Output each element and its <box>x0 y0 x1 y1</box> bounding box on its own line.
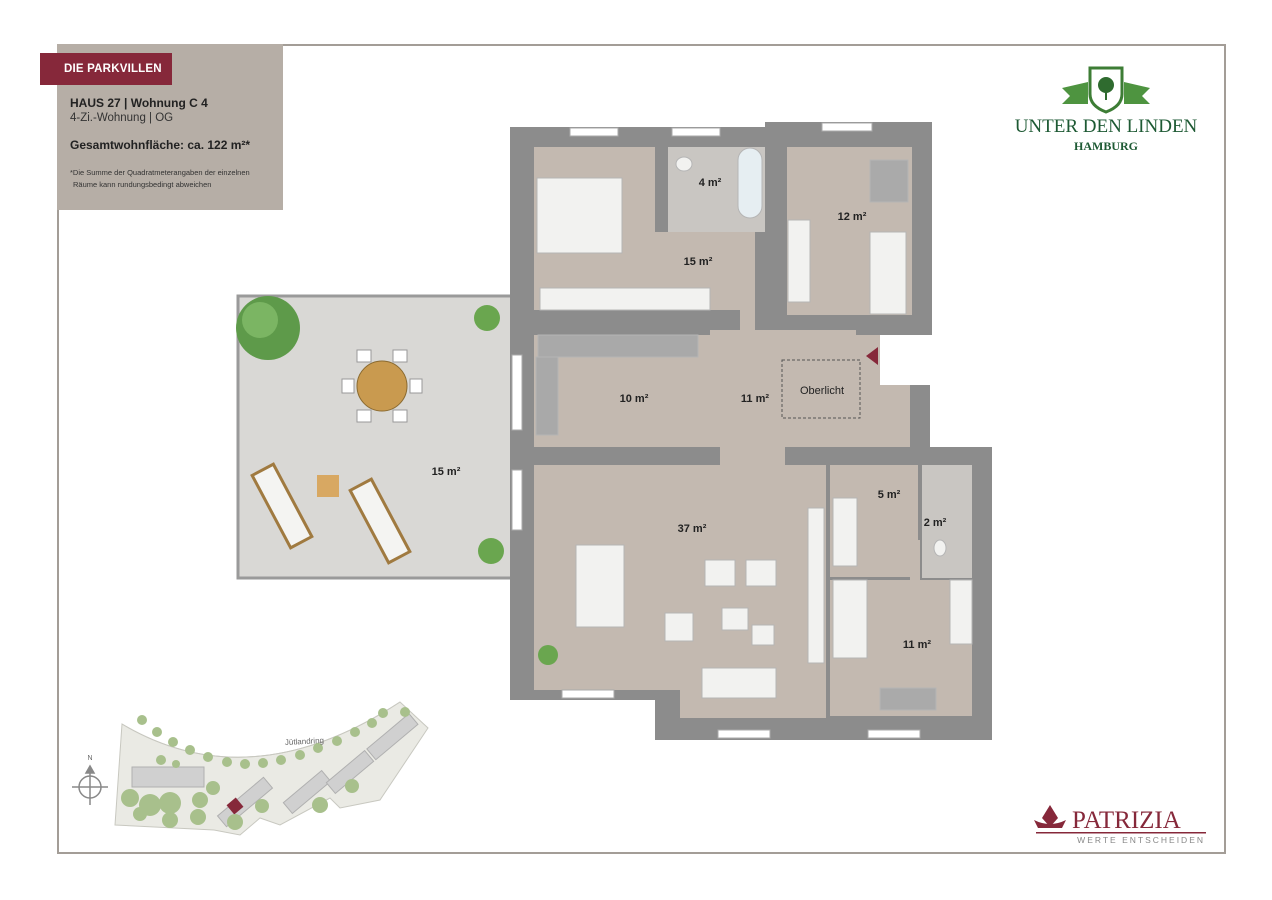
room-area-bedroom: 15 m² <box>684 256 713 268</box>
room-area-bath: 4 m² <box>699 177 722 189</box>
compass-icon <box>72 764 108 805</box>
interior-wall <box>618 447 720 465</box>
project-tag: DIE PARKVILLEN <box>40 53 172 85</box>
plant-icon <box>478 538 504 564</box>
trees <box>121 707 410 830</box>
room-area-room-11: 11 m² <box>903 639 931 651</box>
total-area: Gesamtwohnfläche: ca. 122 m²* <box>70 138 251 152</box>
toilet-icon <box>933 539 947 557</box>
skylight-label: Oberlicht <box>800 385 844 397</box>
wardrobe-icon <box>539 287 711 311</box>
side-table <box>317 475 339 497</box>
bathtub-icon <box>737 147 763 219</box>
logo-tagline: WERTE ENTSCHEIDEN <box>1077 835 1205 845</box>
plant-icon <box>538 645 558 665</box>
compass-north-label: N <box>87 755 92 762</box>
site-map: Jütlandring N <box>72 701 429 836</box>
armchair-icon <box>704 559 736 587</box>
dining-table-icon <box>575 544 625 628</box>
street-name: Jütlandring <box>285 736 325 747</box>
single-bed-icon <box>832 579 868 659</box>
room-area-wc: 2 m² <box>924 517 947 529</box>
patrizia-logo: PATRIZIA WERTE ENTSCHEIDEN <box>1034 805 1206 845</box>
wc-floor <box>922 465 972 578</box>
desk-icon <box>879 687 937 711</box>
armchair-icon <box>745 559 777 587</box>
wardrobe-icon <box>832 497 858 567</box>
pouf-icon <box>664 612 694 642</box>
furniture <box>535 147 973 711</box>
apartment-title: HAUS 27 | Wohnung C 4 <box>70 96 208 110</box>
room-area-kitchen: 10 m² <box>620 393 649 405</box>
pouf-icon <box>751 624 775 646</box>
single-bed-icon <box>869 231 907 315</box>
logo-subtitle: HAMBURG <box>1074 139 1138 153</box>
entrance-arrow-icon <box>866 347 878 365</box>
interior-wall <box>785 447 920 465</box>
skylight-outline <box>781 359 861 419</box>
sun-lounger-icon <box>250 462 412 565</box>
kitchen-counter-icon <box>537 334 699 358</box>
apartment-location-marker <box>226 797 244 815</box>
room-area-living: 37 m² <box>678 523 707 535</box>
round-table-icon <box>341 349 423 423</box>
windows <box>511 122 921 739</box>
kitchen-counter-icon <box>535 356 559 436</box>
logo-name: PATRIZIA <box>1072 807 1181 834</box>
sideboard-icon <box>807 507 825 664</box>
footnote: *Die Summe der Quadratmeterangaben der e… <box>70 167 280 191</box>
double-bed-icon <box>536 177 623 254</box>
desk-icon <box>869 159 909 203</box>
wardrobe-icon <box>949 579 973 645</box>
room-area-terrace: 15 m² <box>432 466 461 478</box>
page-frame <box>57 44 1226 854</box>
building <box>131 712 419 828</box>
room-area-dressing: 5 m² <box>878 489 901 501</box>
logo-title: UNTER DEN LINDEN <box>1015 116 1198 137</box>
apartment-subtitle: 4-Zi.-Wohnung | OG <box>70 112 174 124</box>
room-area-hall: 11 m² <box>741 393 769 405</box>
footnote-line: *Die Summe der Quadratmeterangaben der e… <box>70 168 250 177</box>
toilet-icon <box>675 156 693 172</box>
tree-icon <box>242 302 278 338</box>
sofa-icon <box>701 667 777 699</box>
footnote-line: Räume kann rundungsbedingt abweichen <box>73 180 212 189</box>
pouf-icon <box>721 607 749 631</box>
wardrobe-icon <box>787 219 811 303</box>
unter-den-linden-logo: UNTER DEN LINDEN HAMBURG <box>1015 66 1198 153</box>
plant-icon <box>474 305 500 331</box>
interior-wall <box>826 465 830 715</box>
room-area-room-12: 12 m² <box>838 211 867 223</box>
